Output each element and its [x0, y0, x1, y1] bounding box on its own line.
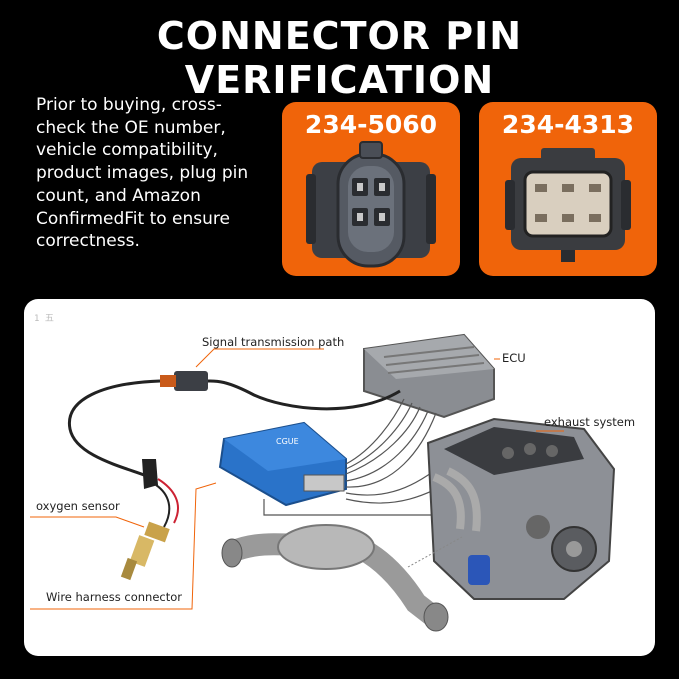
- leader-lines: [30, 348, 564, 610]
- diagram-illustration: CGUE: [30, 333, 616, 632]
- harness-plug: [174, 371, 208, 391]
- wire-harness-connector-label: Wire harness connector: [46, 590, 182, 604]
- ecu-label: ECU: [502, 351, 526, 365]
- system-diagram-panel: 1 五 CGUE: [24, 299, 655, 656]
- rectangular-6-pin-connector-icon: [505, 148, 631, 262]
- ecu-unit: [363, 333, 495, 419]
- part-number-2: 234-4313: [501, 110, 635, 139]
- exhaust-system-label: exhaust system: [544, 415, 636, 429]
- blue-module: CGUE: [218, 421, 347, 507]
- intro-text: Prior to buying, cross-check the OE numb…: [36, 95, 249, 252]
- connector-card-1: 234-5060: [282, 102, 460, 276]
- page-title: CONNECTOR PIN VERIFICATION: [156, 14, 523, 102]
- svg-text:CGUE: CGUE: [276, 437, 299, 446]
- oval-4-pin-connector-icon: [306, 141, 436, 268]
- oxygen-sensor: [120, 521, 170, 581]
- sensor-pigtail-plug: [142, 459, 158, 489]
- part-number-1: 234-5060: [304, 110, 438, 139]
- oxygen-sensor-label: oxygen sensor: [36, 499, 120, 513]
- exhaust-pipe: [221, 524, 449, 632]
- main-cable: [205, 379, 401, 411]
- corner-tag: 1 五: [34, 314, 54, 324]
- connector-card-2: 234-4313: [479, 102, 657, 276]
- signal-path-label: Signal transmission path: [202, 335, 345, 349]
- engine-block: [426, 417, 616, 600]
